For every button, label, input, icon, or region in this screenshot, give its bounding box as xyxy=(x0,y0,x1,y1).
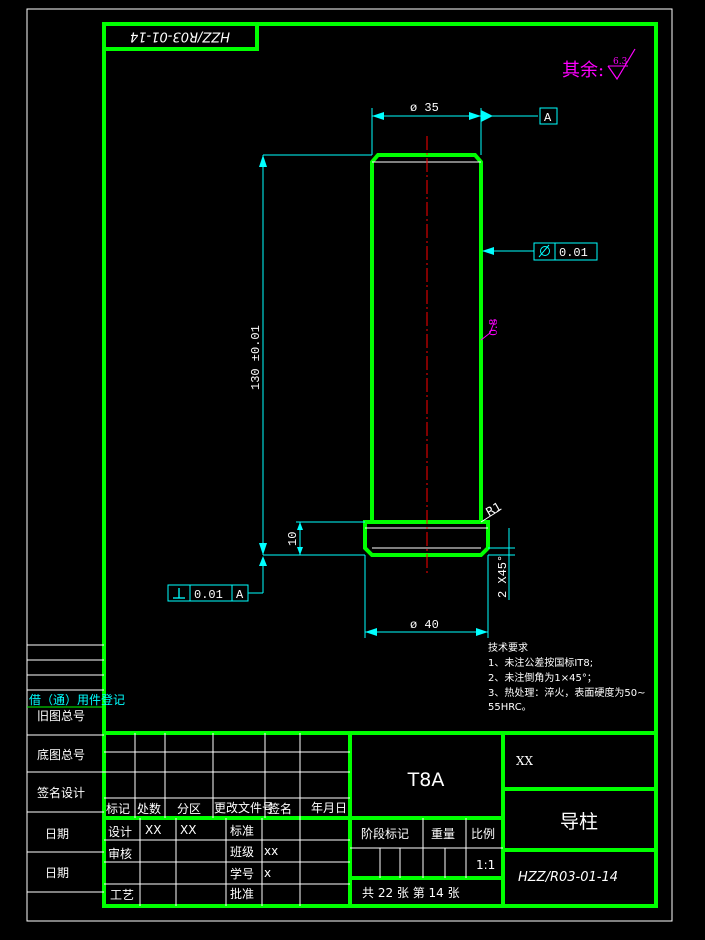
tb-class-val: xx xyxy=(264,844,278,858)
cylindricity-icon xyxy=(540,246,550,256)
bottom-diameter-text: ø 40 xyxy=(410,618,439,632)
drawing-frame xyxy=(102,22,658,908)
roughness-note: 其余: 6.3 xyxy=(562,48,636,81)
tb-weight-label: 重量 xyxy=(431,827,455,841)
tb-sheets: 共 22 张 第 14 张 xyxy=(362,886,460,900)
title-block: 标记 处数 分区 更改文件号 签名 年月日 设计 XX XX 标准 审核 班级 … xyxy=(104,731,656,906)
tb-scale-val: 1:1 xyxy=(476,858,495,872)
tb-material: T8A xyxy=(407,769,445,791)
outer-sheet-border xyxy=(26,8,673,922)
dim-collar: 10 xyxy=(286,521,365,555)
strip-sign-design: 签名设计 xyxy=(37,785,85,800)
length-text: 130 ±0.01 xyxy=(249,325,263,390)
tb-part-name: 导柱 xyxy=(560,811,598,833)
strip-date-1: 日期 xyxy=(45,827,69,841)
strip-date-2: 日期 xyxy=(45,866,69,880)
tech-notes: 技术要求 1、未注公差按国标IT8; 2、未注倒角为1×45°； 3、热处理：淬… xyxy=(488,641,645,713)
strip-base-drawing-no: 底图总号 xyxy=(37,747,85,762)
tb-approve-label: 批准 xyxy=(230,886,254,901)
dim-chamfer: 2 X45° xyxy=(488,528,515,600)
datum-label: A xyxy=(544,111,552,125)
tech-note-4: 55HRC。 xyxy=(488,702,532,713)
surface-roughness-value: 0.8 xyxy=(487,319,500,337)
drawing-code-upside-down: HZZ/R03-01-14 xyxy=(130,29,230,44)
tech-note-2: 2、未注倒角为1×45°； xyxy=(488,671,597,684)
tb-mark: 标记 xyxy=(106,802,130,816)
tb-date: 年月日 xyxy=(311,801,347,815)
tb-scale-label: 比例 xyxy=(471,827,495,841)
tech-note-1: 1、未注公差按国标IT8; xyxy=(488,656,593,669)
tb-process-label: 工艺 xyxy=(110,888,134,902)
tb-stage-label: 阶段标记 xyxy=(361,826,409,841)
tb-design-val-1: XX xyxy=(145,823,161,837)
top-diameter-text: ø 35 xyxy=(410,101,439,115)
strip-old-drawing-no: 旧图总号 xyxy=(37,709,85,723)
code-box xyxy=(102,22,259,51)
tb-review-label: 审核 xyxy=(108,846,132,861)
tech-notes-heading: 技术要求 xyxy=(488,641,528,654)
dim-bottom-diameter: ø 40 xyxy=(364,555,489,638)
roughness-symbol-icon xyxy=(607,48,636,81)
tech-note-3: 3、热处理：淬火，表面硬度为50~ xyxy=(488,686,645,699)
tb-signature: 签名 xyxy=(268,801,292,816)
tb-zone: 分区 xyxy=(177,802,201,816)
tb-change-doc: 更改文件号 xyxy=(214,800,274,815)
tb-drawing-no: HZZ/R03-01-14 xyxy=(518,870,618,885)
dim-top-diameter: ø 35 A xyxy=(371,101,558,155)
perpendicularity-value: 0.01 xyxy=(194,588,223,602)
dim-radius: R1 xyxy=(480,499,504,523)
radius-text: R1 xyxy=(483,499,504,519)
perpendicularity-frame: 0.01 A xyxy=(167,556,267,602)
tb-class-label: 班级 xyxy=(230,845,254,859)
roughness-value: 6.3 xyxy=(613,57,628,67)
left-strip: 借（通）用件登记 旧图总号 底图总号 签名设计 日期 日期 xyxy=(27,644,125,893)
chamfer-text: 2 X45° xyxy=(496,555,510,598)
tb-design-label: 设计 xyxy=(108,825,132,839)
dim-length: 130 ±0.01 xyxy=(249,154,372,556)
surface-roughness: 0.8 xyxy=(480,319,500,341)
roughness-label: 其余: xyxy=(562,60,604,81)
perpendicularity-datum: A xyxy=(236,588,244,602)
tb-student-label: 学号 xyxy=(230,866,254,881)
tb-count: 处数 xyxy=(137,801,161,816)
cylindricity-frame: 0.01 xyxy=(482,242,598,261)
tb-student-val: x xyxy=(264,866,271,880)
cylindricity-value: 0.01 xyxy=(559,246,588,260)
tb-company: XX xyxy=(516,754,534,768)
tb-design-val-2: XX xyxy=(180,823,196,837)
tb-standard-label: 标准 xyxy=(230,824,254,838)
strip-borrowed-parts: 借（通）用件登记 xyxy=(29,692,125,707)
collar-text: 10 xyxy=(286,532,300,546)
